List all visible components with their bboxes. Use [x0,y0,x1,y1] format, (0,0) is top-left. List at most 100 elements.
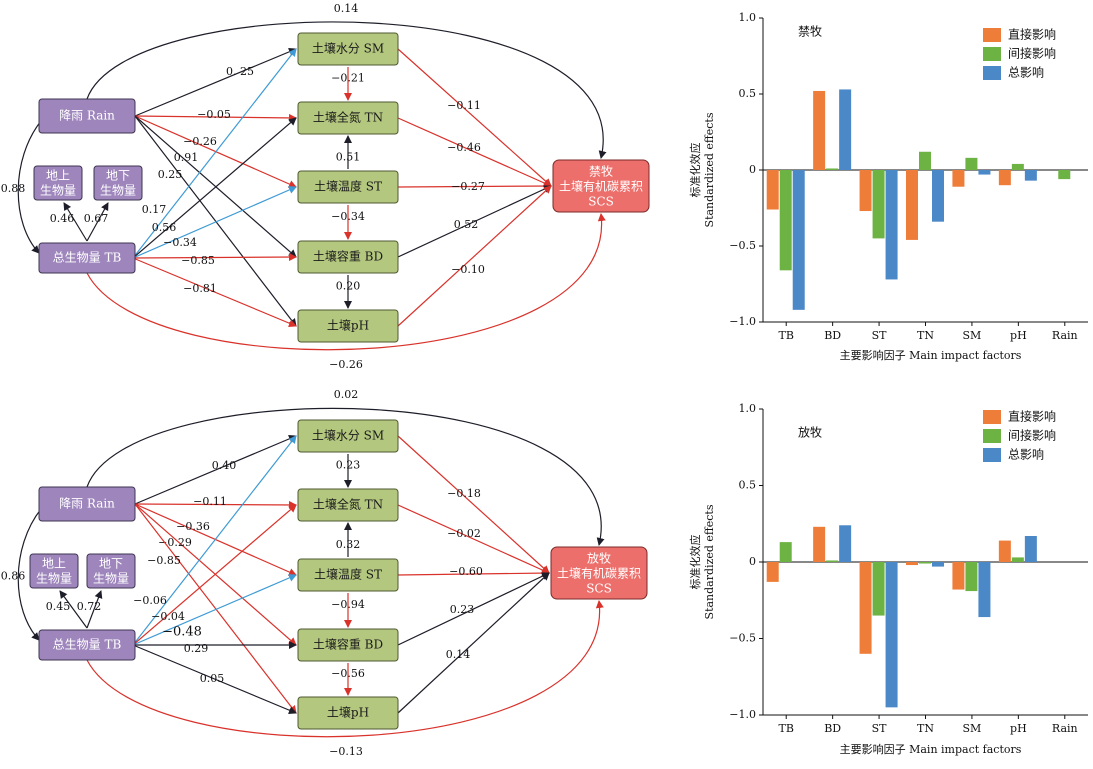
node-tn-box [297,101,399,135]
coef-bd-scs: 0.23 [450,603,475,616]
legend-label-1: 间接影响 [1008,428,1056,443]
bar-ST-2 [885,170,898,280]
coef-rain-st: −0.26 [183,135,217,148]
arrow-tb-tn [132,117,297,259]
x-tick-label-TB: TB [779,329,794,342]
bar-SM-0 [952,170,965,187]
arrow-tb-st [132,186,297,259]
arrow-rain-sm [134,435,297,505]
arrow-rain-tb [17,120,42,254]
bar-SM-0 [952,562,965,590]
arrow-bd-scs [397,572,550,646]
coef-sm-scs: −0.18 [447,487,481,500]
node-above-label-1: 地上 [46,169,70,183]
coef-tb-bd: −0.85 [181,254,215,267]
y-tick-label: 0 [749,163,756,176]
legend-swatch-2 [983,66,1001,80]
bar-pH-0 [998,170,1011,186]
arrow-tb-scs [86,600,604,738]
coef-tb-sm: −0.06 [133,594,167,607]
node-tn-box [297,488,399,522]
x-tick-label-TN: TN [917,722,934,735]
coef-sm-tn: −0.21 [331,72,365,85]
arrow-tn-scs [397,504,550,574]
node-below-box [93,165,143,201]
bar-TN-0 [906,562,918,566]
node-tn-label: 土壤全氮 TN [313,110,383,125]
node-below-box [86,553,136,589]
node-ph-box [297,696,399,730]
bar-TN-1 [919,151,931,170]
x-tick-label-Rain: Rain [1052,329,1078,342]
y-tick-label: 0 [749,555,756,568]
bar-ST-0 [859,170,872,212]
bar-ST-2 [885,562,898,708]
x-tick-label-TB: TB [779,722,794,735]
arrow-sm-scs [397,435,550,574]
node-scs-label-1: 禁牧 [589,165,613,179]
node-above-box [33,165,83,201]
node-sm-box [297,419,399,453]
coef-rain-tn: −0.05 [197,108,231,121]
node-above-label-1: 地上 [42,557,66,571]
coef-tb-sm: 0.17 [142,203,167,216]
node-below-label-1: 地下 [106,169,130,183]
arrow-tb-scs [86,213,606,351]
bar-pH-2 [1024,170,1037,181]
coef-st-bd: −0.94 [331,598,365,611]
bar-TN-2 [932,170,944,222]
x-tick-label-BD: BD [824,722,841,735]
bar-SM-1 [965,157,978,170]
coef-st-tn: 0.32 [336,538,361,551]
x-axis-title: 主要影响因子 Main impact factors [840,743,1022,756]
bar-pH-1 [1011,163,1024,170]
coef-tb-below: 0.72 [77,600,102,613]
coef-rain-tb: 0.86 [1,570,26,583]
x-tick-label-SM: SM [963,722,982,735]
coef-rain-tb: 0.88 [1,182,26,195]
node-bd-label: 土壤容重 BD [313,637,383,652]
node-scs-box [550,546,648,600]
x-tick-label-BD: BD [824,329,841,342]
node-st-box [297,558,399,592]
node-st-box [297,170,399,204]
coef-ph-scs: 0.14 [446,648,471,661]
arrow-bd-scs [397,185,552,258]
node-scs-label-3: SCS [586,582,612,596]
coef-rain-tn: −0.11 [193,495,227,508]
bar-SM-1 [965,562,978,592]
x-tick-label-TN: TN [917,329,934,342]
node-below-label-1: 地下 [99,557,123,571]
coef-sm-scs: −0.11 [447,99,481,112]
node-scs-label-1: 放牧 [587,551,611,566]
chart-title: 禁牧 [798,25,822,39]
bar-BD-1 [826,168,839,170]
coef-rain-scs: 0.02 [334,388,359,401]
legend-swatch-0 [983,410,1001,424]
bar-BD-1 [826,560,839,562]
bar-TN-0 [906,170,918,240]
x-tick-label-ST: ST [872,722,888,735]
y-tick-label: 0.5 [739,479,757,492]
arrow-rain-tb [17,508,42,641]
x-tick-label-SM: SM [963,329,982,342]
y-axis-title-cn: 标准化效应 [688,143,702,198]
bar-BD-0 [813,90,826,170]
bar-TB-0 [766,170,779,210]
coef-rain-bd: 0.91 [174,151,199,164]
y-tick-label: 1.0 [739,402,757,415]
coef-rain-scs: 0.14 [334,2,359,15]
arrow-tb-ph [132,257,297,327]
coef-tb-below: 0.67 [84,212,109,225]
coef-tb-tn: 0.56 [152,221,177,234]
arrow-rain-tn [134,113,297,122]
legend-swatch-1 [983,429,1001,443]
x-tick-label-pH: pH [1010,329,1027,342]
node-above-box [29,553,79,589]
node-tb-label: 总生物量 TB [53,638,122,652]
legend-label-2: 总影响 [1008,65,1044,80]
bar-ST-1 [872,562,885,616]
